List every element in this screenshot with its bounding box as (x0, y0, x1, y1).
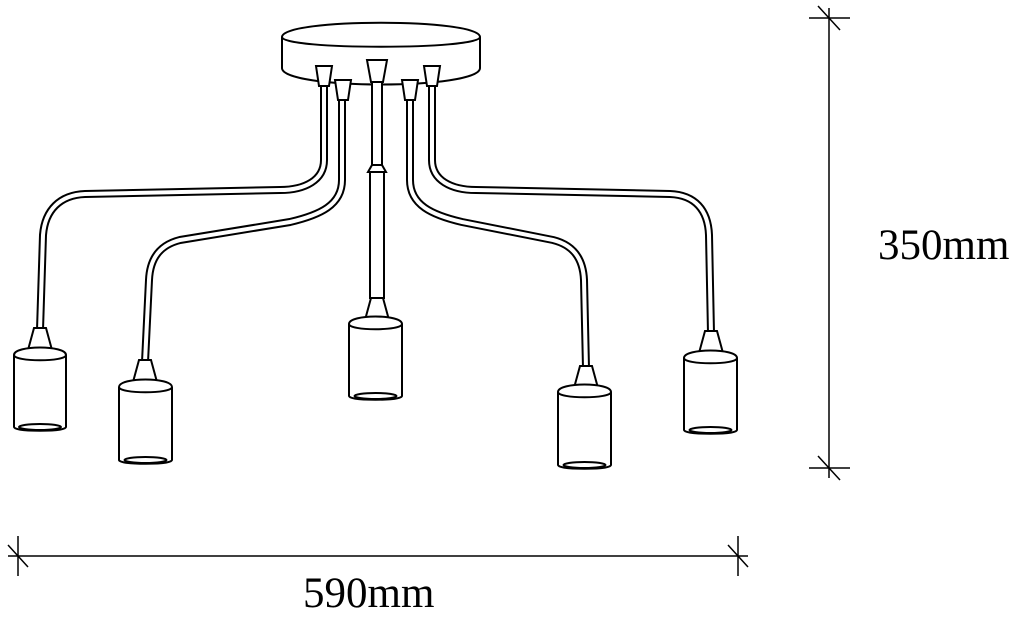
socket-rim (557, 391, 612, 399)
grommet-2 (333, 79, 353, 101)
lamp-socket-2 (118, 359, 173, 465)
socket-body (13, 346, 67, 432)
grommet-4 (400, 79, 420, 101)
lamp-socket-5 (683, 330, 738, 435)
socket-opening (123, 456, 168, 464)
height-dimension-label: 350mm (878, 222, 1010, 269)
grommet-3 (365, 59, 389, 83)
width-dimension-left-slash (7, 544, 29, 568)
socket-opening (353, 392, 398, 400)
lamp-socket-3 (348, 297, 403, 401)
height-dimension-top-slash (817, 5, 841, 31)
socket-rim (348, 323, 403, 331)
socket-opening (562, 461, 607, 469)
socket-opening (688, 426, 733, 434)
width-dimension-line (7, 536, 749, 576)
arms (36, 81, 715, 372)
arm-inner-right (406, 96, 590, 372)
arm-inner-left (141, 96, 346, 366)
arm-outer-left (36, 81, 328, 334)
arm-center (366, 79, 388, 299)
socket-body (118, 378, 173, 465)
height-dimension-bottom-slash (817, 455, 841, 481)
grommet-1 (314, 65, 334, 87)
arm-outer-right (428, 81, 715, 337)
lamp-socket-4 (557, 365, 612, 470)
center-stem-lower (369, 171, 385, 299)
center-stem-upper (371, 79, 383, 166)
lamp-socket-1 (13, 327, 67, 432)
socket-body (557, 383, 612, 470)
width-dimension-label: 590mm (303, 570, 435, 617)
center-stem-collar (366, 164, 388, 173)
width-dimension-right-slash (727, 544, 749, 568)
socket-body (348, 315, 403, 401)
lamp-sockets (13, 297, 738, 470)
socket-rim (13, 354, 67, 362)
socket-body (683, 349, 738, 435)
socket-rim (683, 357, 738, 365)
canopy-top-edge (281, 36, 481, 48)
height-dimension-line (809, 5, 850, 481)
cable-grommets (314, 59, 442, 101)
socket-opening (18, 423, 62, 431)
socket-rim (118, 386, 173, 394)
grommet-5 (422, 65, 442, 87)
